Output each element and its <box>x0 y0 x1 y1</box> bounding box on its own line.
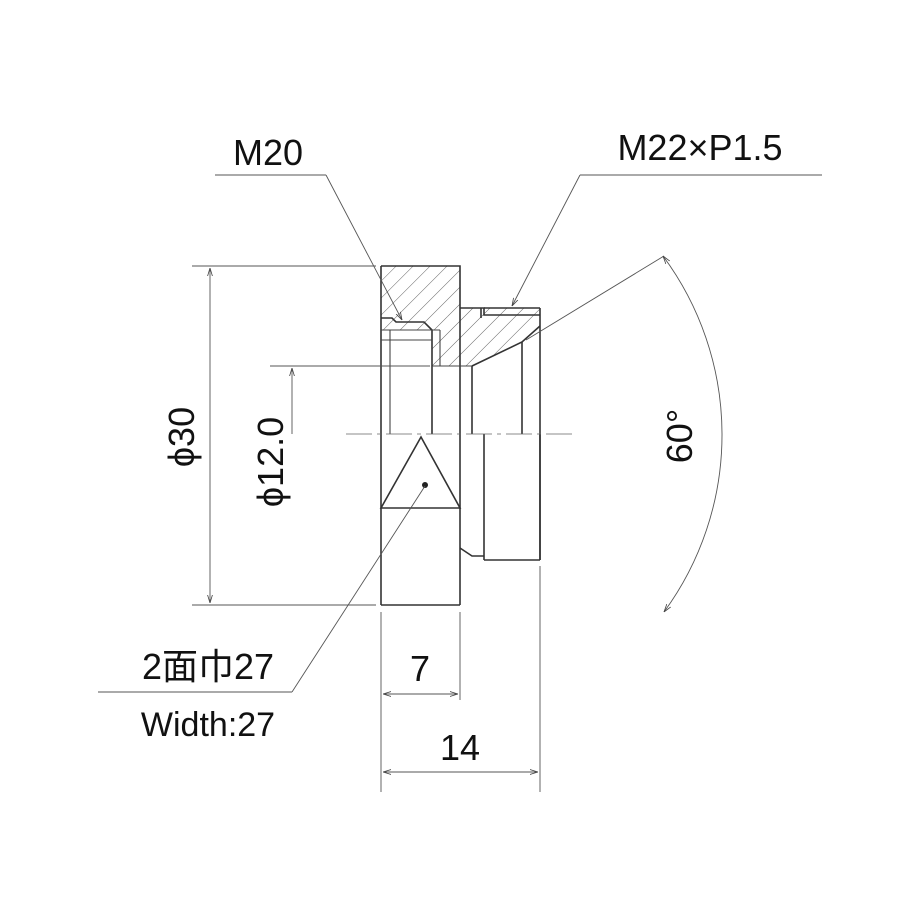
dim7-label: 7 <box>410 648 430 689</box>
dim14-label: 14 <box>440 727 480 768</box>
leader-m20 <box>215 174 402 320</box>
dimension-phi12 <box>270 365 430 434</box>
width-en-label: Width:27 <box>141 706 275 744</box>
phi30-label: ϕ30 <box>161 407 202 467</box>
leader-width <box>98 485 426 693</box>
angle-label: 60° <box>659 409 700 463</box>
dimension-phi30 <box>192 265 376 606</box>
m20-label: M20 <box>233 132 303 173</box>
dimension-angle <box>525 256 723 612</box>
leader-m22 <box>512 174 822 306</box>
dimension-7 <box>380 612 461 792</box>
m22-label: M22×P1.5 <box>617 127 782 168</box>
hex-flat-marker <box>379 435 462 509</box>
phi12-label: ϕ12.0 <box>250 417 291 507</box>
width-jp-label: 2面巾27 <box>142 646 274 687</box>
dimension-14 <box>383 566 541 792</box>
